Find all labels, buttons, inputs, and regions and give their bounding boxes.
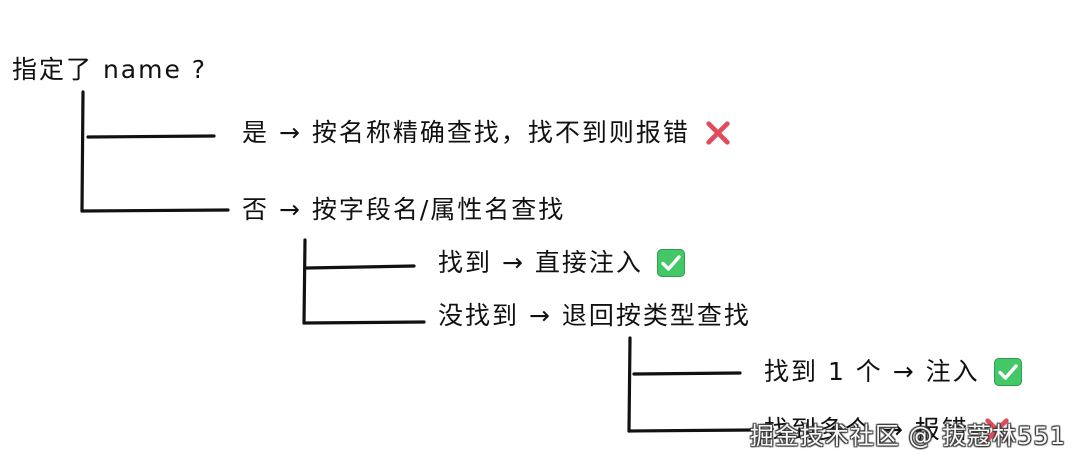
- branch-type-many-label: 找到多个 → 报错: [764, 415, 969, 444]
- check-mark-icon: [993, 358, 1022, 386]
- branch-no-label: 否 → 按字段名/属性名查找: [242, 195, 566, 224]
- branch-type-many: 找到多个 → 报错: [764, 414, 1011, 446]
- check-mark-icon: [656, 249, 685, 277]
- connector-found-branch: [305, 264, 416, 270]
- branch-yes: 是 → 按名称精确查找，找不到则报错: [242, 117, 732, 149]
- root-question-label: 指定了 name ?: [12, 55, 208, 84]
- branch-type-one: 找到 1 个 → 注入: [764, 356, 1022, 388]
- branch-type-one-label: 找到 1 个 → 注入: [764, 357, 980, 386]
- connector-no-trunk: [302, 238, 307, 325]
- connector-no-branch: [80, 208, 230, 213]
- branch-not-found: 没找到 → 退回按类型查找: [438, 300, 751, 332]
- connector-type-trunk: [627, 336, 632, 433]
- branch-found: 找到 → 直接注入: [438, 247, 685, 279]
- connector-yes-branch: [86, 134, 216, 139]
- connector-many-branch: [627, 428, 754, 433]
- branch-found-label: 找到 → 直接注入: [438, 248, 643, 277]
- root-question: 指定了 name ?: [12, 54, 207, 86]
- branch-yes-label: 是 → 按名称精确查找，找不到则报错: [242, 118, 690, 147]
- connector-root-trunk: [80, 90, 85, 213]
- connector-one-branch: [632, 371, 742, 376]
- cross-mark-icon: [704, 119, 732, 147]
- branch-no: 否 → 按字段名/属性名查找: [242, 194, 565, 226]
- cross-mark-icon: [983, 416, 1011, 444]
- connector-not-found-branch: [302, 320, 426, 325]
- watermark: 掘金技术社区 @ 拔蔻林551: [749, 422, 1066, 450]
- branch-not-found-label: 没找到 → 退回按类型查找: [438, 301, 751, 330]
